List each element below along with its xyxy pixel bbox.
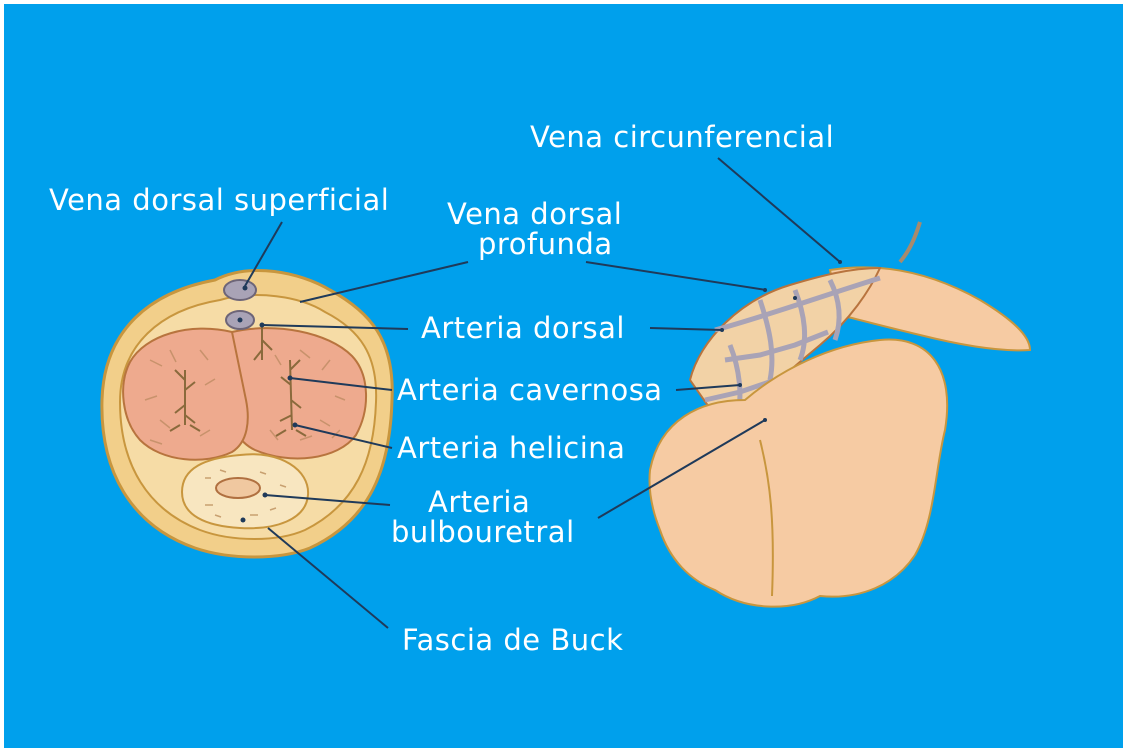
leader-vena-circunferencial — [718, 158, 840, 262]
lateral-view — [649, 222, 1030, 607]
label-arteria-helicina: Arteria helicina — [397, 434, 625, 463]
leader-arteria-dorsal-right — [650, 328, 722, 330]
cross-section — [102, 271, 392, 557]
label-arteria-cavernosa: Arteria cavernosa — [397, 376, 663, 405]
leader-fascia-de-buck — [268, 528, 388, 628]
spermatic-cord — [900, 222, 920, 262]
urethra — [216, 478, 260, 498]
label-arteria-dorsal: Arteria dorsal — [421, 314, 625, 343]
label-arteria-bulbouretral-line1: Arteria — [428, 488, 530, 517]
superficial-dorsal-vein — [224, 280, 256, 300]
label-vena-dorsal-profunda-line2: profunda — [478, 230, 613, 259]
label-vena-dorsal-superficial: Vena dorsal superficial — [49, 186, 389, 215]
leader-vena-dorsal-profunda-right — [586, 262, 766, 290]
label-arteria-bulbouretral-line2: bulbouretral — [391, 518, 575, 547]
label-fascia-de-buck: Fascia de Buck — [402, 626, 623, 655]
label-vena-dorsal-profunda-line1: Vena dorsal — [447, 200, 622, 229]
leader-vena-dorsal-profunda-left — [300, 262, 468, 302]
label-vena-circunferencial: Vena circunferencial — [530, 123, 834, 152]
